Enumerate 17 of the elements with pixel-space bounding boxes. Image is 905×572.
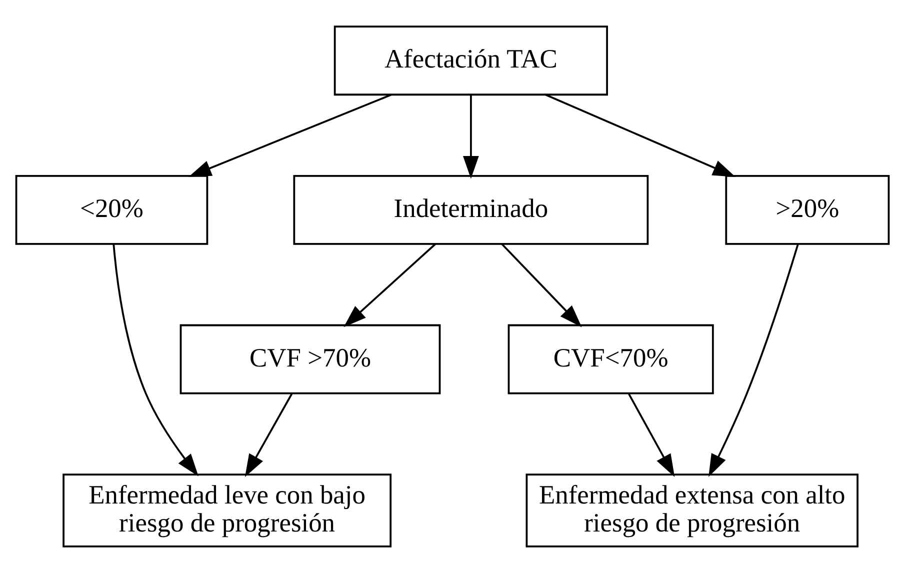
arrow — [112, 244, 199, 476]
node-box: >20% — [725, 174, 890, 244]
node-box: CVF<70% — [508, 324, 714, 394]
node-box: <20% — [15, 174, 208, 244]
arrow — [244, 392, 293, 476]
node-box: Indeterminado — [293, 174, 649, 244]
arrow — [708, 244, 799, 476]
arrow — [501, 242, 582, 327]
arrow — [462, 94, 479, 178]
arrow — [344, 242, 436, 327]
arrow — [628, 392, 675, 476]
node-box: Afectación TAC — [334, 25, 608, 96]
arrow — [545, 93, 736, 176]
arrow — [188, 93, 392, 176]
node-box: Enfermedad leve con bajo riesgo de progresión — [62, 473, 392, 547]
node-box: CVF >70% — [180, 324, 441, 394]
node-box: Enfermedad extensa con alto riesgo de progresión — [526, 473, 858, 547]
